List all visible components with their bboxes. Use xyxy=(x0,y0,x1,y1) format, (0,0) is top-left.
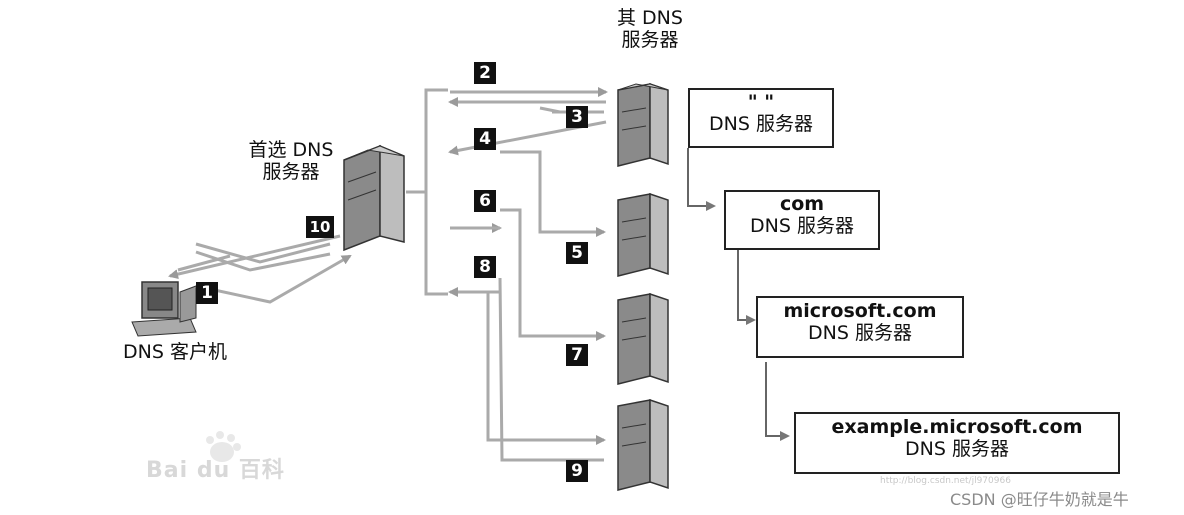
blog-url-watermark: http://blog.csdn.net/jl970966 xyxy=(880,476,1011,486)
delegation-lines xyxy=(687,148,790,441)
microsoft-box-title: microsoft.com xyxy=(783,300,937,322)
query-bracket xyxy=(406,88,448,296)
step-badge-5: 5 xyxy=(566,242,588,264)
step-badge-7: 7 xyxy=(566,344,588,366)
step-arrows xyxy=(448,87,608,462)
example-dns-server-box: example.microsoft.com DNS 服务器 xyxy=(794,412,1120,474)
example-box-title: example.microsoft.com xyxy=(831,416,1083,438)
step-badge-4: 4 xyxy=(474,128,496,150)
dns-client-computer-icon xyxy=(131,281,197,337)
step-badge-8: 8 xyxy=(474,256,496,278)
step-badge-2: 2 xyxy=(474,62,496,84)
preferred-dns-server-icon xyxy=(343,144,405,252)
tld-server-icon xyxy=(617,192,669,277)
root-dns-server-box: " " DNS 服务器 xyxy=(688,88,834,148)
preferred-dns-server-label: 首选 DNS 服务器 xyxy=(226,139,356,184)
step-badge-6: 6 xyxy=(474,190,496,212)
microsoft-dns-server-box: microsoft.com DNS 服务器 xyxy=(756,296,964,358)
step-badge-9: 9 xyxy=(566,460,588,482)
other-dns-server-label: 其 DNS 服务器 xyxy=(580,7,720,52)
other-dns-label-line2: 服务器 xyxy=(621,28,679,51)
second-level-server-icon xyxy=(617,292,669,385)
csdn-watermark: CSDN @旺仔牛奶就是牛 xyxy=(950,490,1129,509)
example-box-subtitle: DNS 服务器 xyxy=(905,437,1009,460)
authoritative-server-icon xyxy=(617,398,669,491)
step-badge-3: 3 xyxy=(566,106,588,128)
step-badge-1: 1 xyxy=(196,282,218,304)
step-badge-10: 10 xyxy=(306,216,334,238)
baidu-watermark-logo xyxy=(206,431,241,462)
baidu-watermark-text: Bai du 百科 xyxy=(146,458,285,483)
client-server-path xyxy=(168,234,352,304)
preferred-dns-label-line1: 首选 DNS xyxy=(248,139,334,161)
root-box-title: " " xyxy=(747,91,775,113)
root-hint-server-icon xyxy=(617,82,669,167)
dns-client-label: DNS 客户机 xyxy=(123,341,227,363)
preferred-dns-label-line2: 服务器 xyxy=(262,160,320,183)
other-dns-label-line1: 其 DNS xyxy=(617,7,683,29)
com-box-title: com xyxy=(779,193,825,215)
root-box-subtitle: DNS 服务器 xyxy=(709,112,813,135)
com-dns-server-box: com DNS 服务器 xyxy=(724,190,880,250)
microsoft-box-subtitle: DNS 服务器 xyxy=(808,321,912,344)
com-box-subtitle: DNS 服务器 xyxy=(750,214,854,237)
